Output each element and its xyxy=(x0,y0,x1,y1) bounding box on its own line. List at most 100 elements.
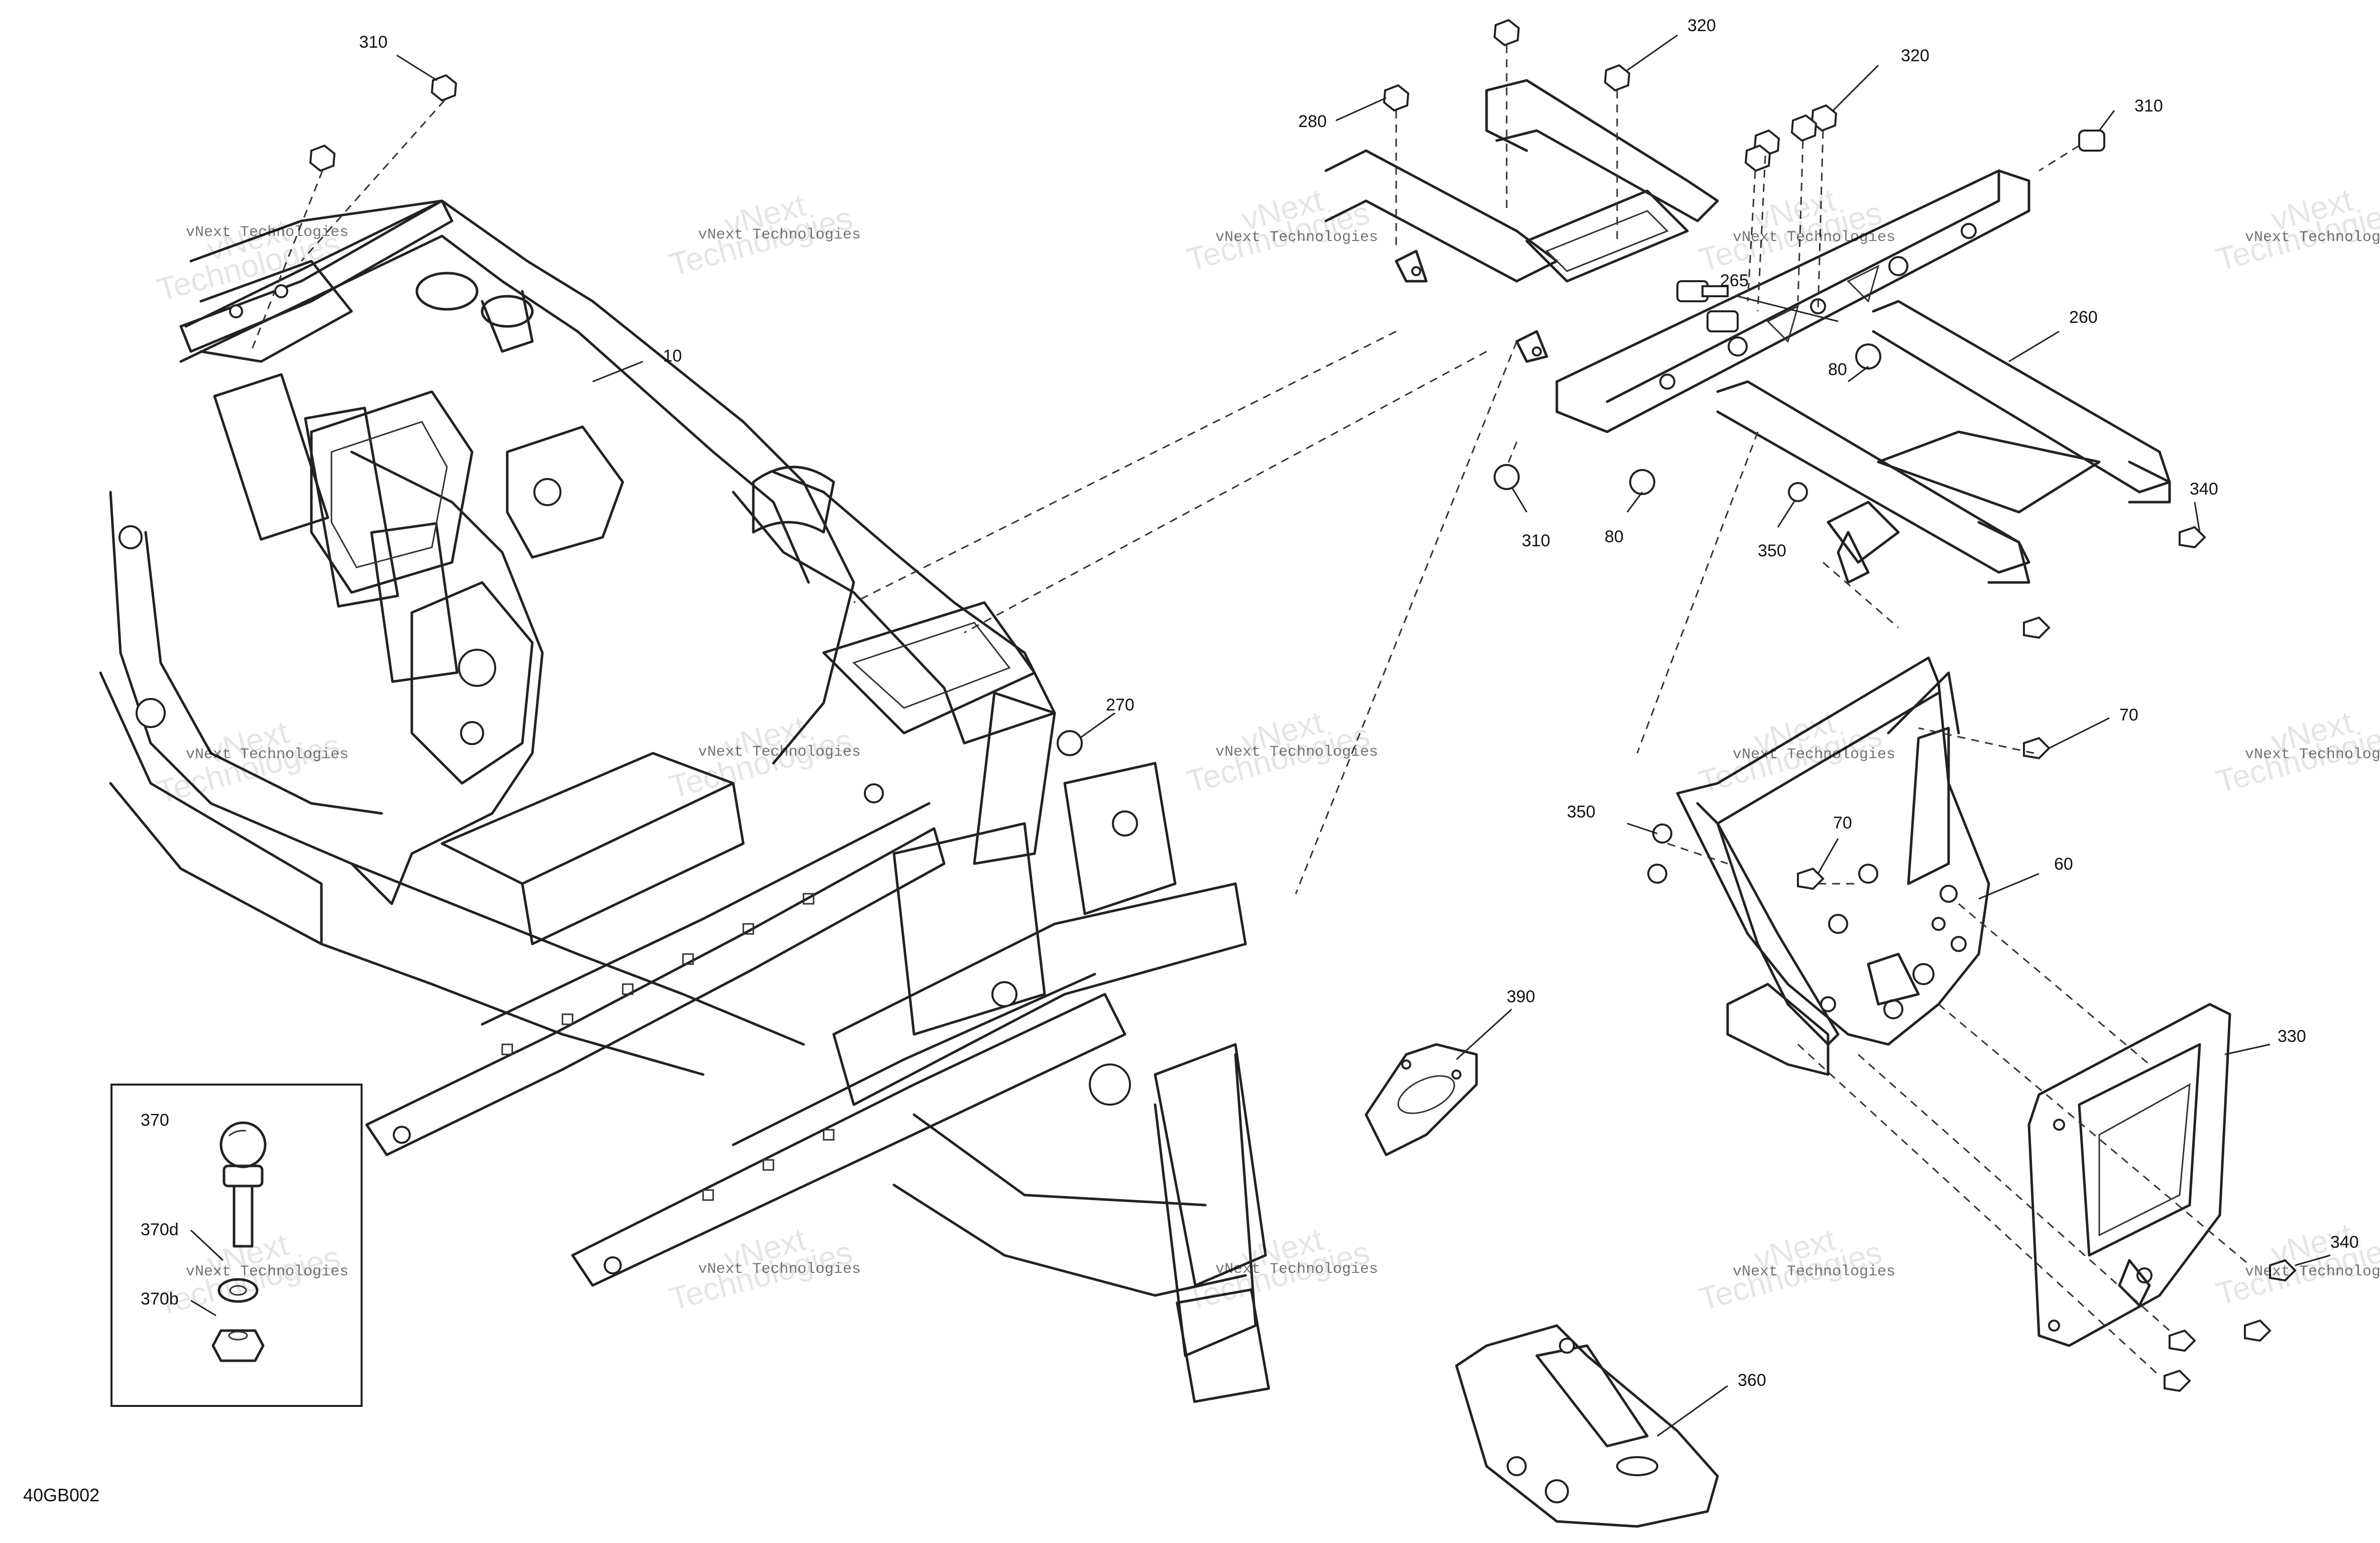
nut-350c xyxy=(1647,864,1667,884)
nut-350a xyxy=(1788,482,1808,502)
inset-frame xyxy=(110,1084,363,1407)
svg-text:vNext Technologies: vNext Technologies xyxy=(186,224,349,241)
rail-holes-left xyxy=(501,893,815,1055)
watermark-9: vNext Technologies vNext Technologies xyxy=(1695,704,1895,800)
nut-320a xyxy=(1493,19,1520,47)
callout-60: 60 xyxy=(2054,855,2073,874)
hitch-bracket-part-60 xyxy=(1676,656,1990,1076)
svg-text:vNext Technologies: vNext Technologies xyxy=(698,744,861,761)
watermark-13: vNext Technologies vNext Technologies xyxy=(1183,1221,1378,1318)
svg-text:vNext Technologies: vNext Technologies xyxy=(2245,1263,2380,1280)
nut-320d xyxy=(1790,114,1818,142)
callout-310-a: 310 xyxy=(359,33,388,52)
nut-350e xyxy=(1828,914,1848,934)
bolt-340f xyxy=(2164,1369,2191,1392)
nut-80a xyxy=(1855,343,1881,370)
callout-350-a: 350 xyxy=(1758,541,1786,560)
svg-text:vNext Technologies: vNext Technologies xyxy=(186,1263,349,1280)
bolt-340d xyxy=(2244,1319,2272,1342)
callout-340-a: 340 xyxy=(2190,480,2218,499)
watermark-14: vNext Technologies vNext Technologies xyxy=(1695,1221,1895,1318)
alignment-lines xyxy=(250,45,2250,1377)
nut-310a-2 xyxy=(309,144,336,172)
nut-320f xyxy=(1744,144,1771,172)
bolt-70a xyxy=(2023,737,2051,760)
callout-80-b: 80 xyxy=(1605,527,1624,546)
callout-70-b: 70 xyxy=(1833,813,1852,833)
watermark-11: vNext Technologies vNext Technologies xyxy=(153,1226,349,1323)
callout-350-b: 350 xyxy=(1567,802,1596,821)
bolt-265a xyxy=(1676,280,1729,302)
bolt-340c xyxy=(2269,1259,2297,1282)
callout-310-b: 310 xyxy=(2134,96,2163,115)
lock-washer-icon xyxy=(217,1278,259,1303)
svg-text:vNext Technologies: vNext Technologies xyxy=(698,1261,861,1278)
watermark-15: vNext Technologies vNext Technologies xyxy=(2212,1216,2380,1313)
watermark-10: vNext Technologies vNext Technologies xyxy=(2212,704,2380,800)
callout-360: 360 xyxy=(1738,1371,1766,1390)
callout-340-b: 340 xyxy=(2330,1233,2359,1252)
nut-320b xyxy=(1604,64,1631,92)
nut-80b xyxy=(1629,469,1655,495)
nut-280 xyxy=(1383,84,1410,112)
rear-subframe-part-260 xyxy=(1324,79,2171,584)
watermark-5: vNext Technologies vNext Technologies xyxy=(2212,182,2380,278)
hitch-nut-icon xyxy=(211,1329,265,1362)
bolt-340b xyxy=(2023,616,2051,639)
bushing-310c xyxy=(1494,464,1520,490)
callout-70-a: 70 xyxy=(2119,705,2138,725)
svg-text:vNext Technologies: vNext Technologies xyxy=(186,746,349,763)
watermark-4: vNext Technologies vNext Technologies xyxy=(1695,182,1895,278)
skid-plate-part-360 xyxy=(1455,1324,1719,1528)
nut-310a xyxy=(430,74,458,102)
bushing-310b xyxy=(2078,130,2105,152)
callout-310-c: 310 xyxy=(1522,531,1550,550)
watermark-12: vNext Technologies vNext Technologies xyxy=(665,1221,861,1318)
nut-270b xyxy=(864,783,884,803)
callout-labels: 310 10 320 320 280 310 265 260 80 310 80… xyxy=(359,16,2359,1390)
main-frame-part-10 xyxy=(99,199,1270,1403)
diagram-code: 40GB002 xyxy=(23,1485,99,1505)
callout-80-a: 80 xyxy=(1828,360,1847,379)
svg-text:vNext Technologies: vNext Technologies xyxy=(2245,229,2380,246)
watermark-6: vNext Technologies vNext Technologies xyxy=(153,714,349,810)
watermark-3: vNext Technologies vNext Technologies xyxy=(1183,182,1378,278)
svg-text:vNext Technologies: vNext Technologies xyxy=(1215,229,1378,246)
watermark-8: vNext Technologies vNext Technologies xyxy=(1183,704,1378,800)
callout-260: 260 xyxy=(2069,308,2098,327)
callout-265: 265 xyxy=(1720,271,1749,290)
hitch-ball-icon xyxy=(219,1121,267,1248)
svg-text:vNext Technologies: vNext Technologies xyxy=(698,226,861,244)
svg-text:vNext Technologies: vNext Technologies xyxy=(1215,744,1378,761)
hitch-ball-inset: 370 370d 370b xyxy=(110,1084,363,1407)
leader-lines xyxy=(396,34,2331,1437)
svg-text:vNext Technologies: vNext Technologies xyxy=(1733,746,1895,763)
nut-270 xyxy=(1057,730,1083,756)
watermark-2: vNext Technologies vNext Technologies xyxy=(665,187,861,283)
inset-label-370: 370 xyxy=(141,1111,169,1130)
bolt-265b xyxy=(1707,310,1739,332)
callout-280: 280 xyxy=(1298,112,1327,131)
callout-330: 330 xyxy=(2278,1027,2306,1046)
inset-label-370d: 370d xyxy=(141,1220,179,1239)
svg-text:vNext Technologies: vNext Technologies xyxy=(2245,746,2380,763)
callout-10: 10 xyxy=(663,346,682,366)
gasket-part-390 xyxy=(1365,1043,1478,1156)
watermark-7: vNext Technologies vNext Technologies xyxy=(665,709,861,805)
callout-320-a: 320 xyxy=(1687,16,1716,35)
fasteners xyxy=(309,19,2297,1392)
nut-350b xyxy=(1652,823,1672,844)
callout-390: 390 xyxy=(1507,987,1535,1006)
inset-label-370b: 370b xyxy=(141,1289,179,1309)
nut-350d xyxy=(1858,864,1878,884)
plate-part-330 xyxy=(2027,1003,2231,1347)
bolt-340e xyxy=(2169,1329,2196,1352)
rail-holes-right xyxy=(702,1129,835,1201)
svg-text:vNext Technologies: vNext Technologies xyxy=(1733,1263,1895,1280)
bolt-340a xyxy=(2179,526,2206,549)
callout-270: 270 xyxy=(1106,695,1135,715)
svg-text:vNext Technologies: vNext Technologies xyxy=(1733,229,1895,246)
svg-text:vNext Technologies: vNext Technologies xyxy=(1215,1261,1378,1278)
callout-320-b: 320 xyxy=(1901,46,1930,65)
